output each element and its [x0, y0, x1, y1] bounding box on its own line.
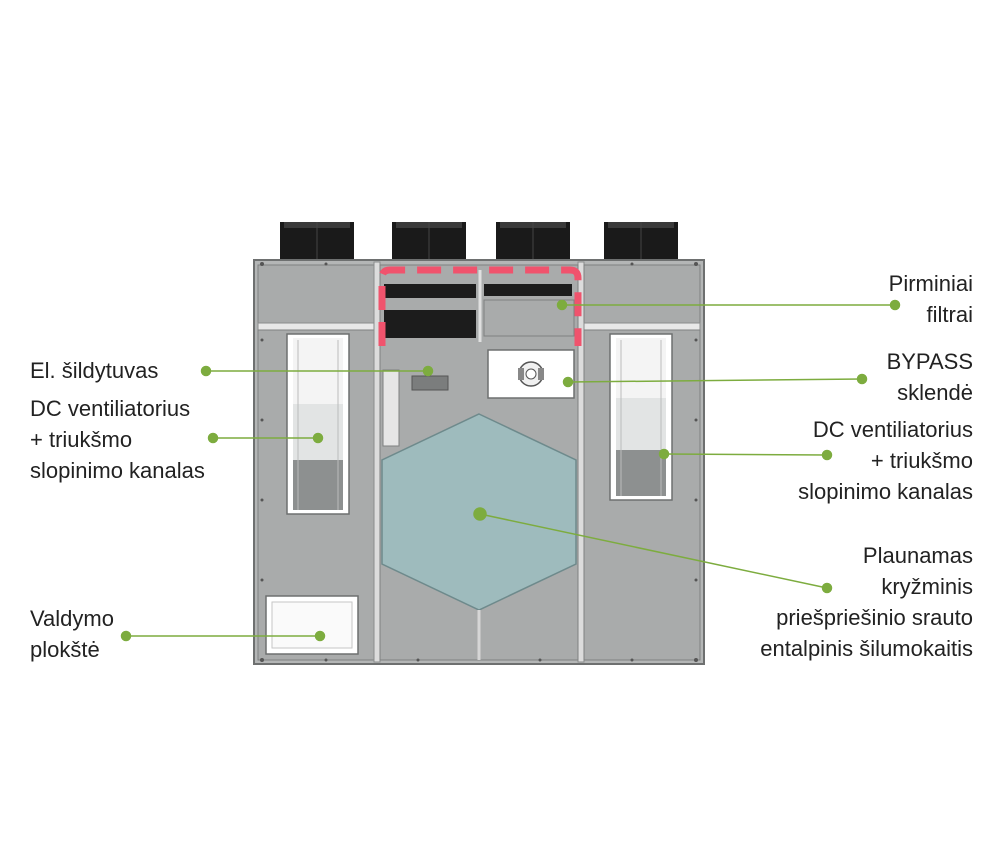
leader-bypass	[567, 378, 863, 383]
label-fan-left-line-1: DC ventiliatorius	[30, 396, 191, 421]
control-board	[265, 595, 359, 655]
left-divider-bar	[257, 322, 375, 331]
leader-lines	[120, 299, 901, 642]
label-fan-right-line-3: slopinimo kanalas	[798, 479, 973, 504]
duct-collar-2	[392, 222, 466, 262]
right-top-panel	[583, 264, 701, 324]
label-exchanger-line-1: Plaunamas	[862, 543, 973, 568]
label-exchanger-line-4: entalpinis šilumokaitis	[760, 636, 973, 661]
label-filters: Pirminiai filtrai	[889, 268, 973, 330]
leader-exchanger	[479, 513, 828, 589]
casing-screws	[260, 262, 698, 662]
label-fan-left-line-2: + triukšmo	[30, 427, 133, 452]
duct-collar-3	[496, 222, 570, 262]
filter-marker	[378, 266, 582, 346]
label-filters-line-1: Pirminiai	[888, 271, 973, 296]
label-bypass-line-1: BYPASS	[886, 349, 973, 374]
right-divider-bar	[583, 322, 701, 331]
label-heater-line-1: El. šildytuvas	[30, 358, 159, 383]
label-fan-right-line-1: DC ventiliatorius	[812, 417, 973, 442]
label-control-line-2: plokštė	[30, 637, 100, 662]
label-control-line-1: Valdymo	[30, 606, 114, 631]
label-fan-right: DC ventiliatorius + triukšmo slopinimo k…	[798, 414, 973, 507]
duct-collar-1	[280, 222, 354, 262]
right-fan	[609, 333, 673, 501]
bypass-damper	[487, 349, 575, 399]
label-fan-left-line-3: slopinimo kanalas	[30, 458, 205, 483]
label-filters-line-2: filtrai	[926, 302, 973, 327]
label-exchanger: Plaunamas kryžminis priešpriešinio sraut…	[760, 540, 973, 664]
left-fan	[286, 333, 350, 515]
label-control: Valdymo plokštė	[30, 603, 114, 665]
electric-heater	[382, 369, 449, 447]
label-fan-left: DC ventiliatorius + triukšmo slopinimo k…	[30, 393, 205, 486]
label-fan-right-line-2: + triukšmo	[870, 448, 973, 473]
duct-collar-4	[604, 222, 678, 262]
label-bypass: BYPASS sklendė	[887, 346, 973, 408]
label-bypass-line-2: sklendė	[897, 380, 973, 405]
label-heater: El. šildytuvas	[30, 355, 158, 386]
label-exchanger-line-3: priešpriešinio srauto	[776, 605, 973, 630]
label-exchanger-line-2: kryžminis	[881, 574, 973, 599]
leader-fan-right	[663, 453, 828, 456]
left-top-panel	[257, 264, 375, 324]
